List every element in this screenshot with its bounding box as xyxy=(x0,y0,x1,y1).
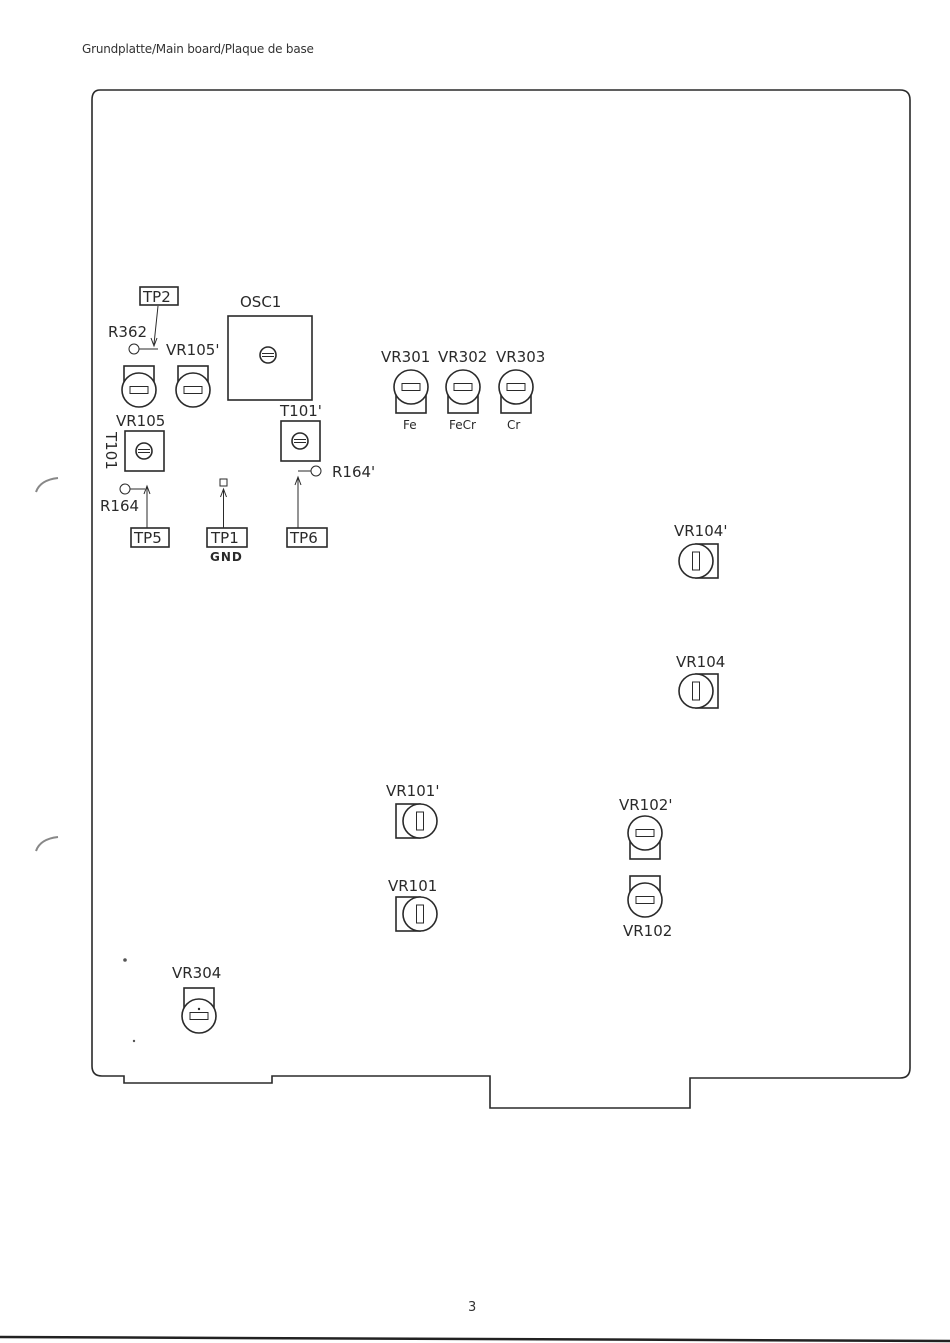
vr105-pot xyxy=(122,366,156,407)
tp6-label: TP6 xyxy=(289,529,318,547)
vr104-prime-label: VR104' xyxy=(674,522,727,540)
fecr-label: FeCr xyxy=(449,418,476,432)
vr101-pot xyxy=(396,897,437,931)
tp1-label: TP1 xyxy=(210,529,239,547)
vr104-pot xyxy=(679,674,718,708)
vr102-label: VR102 xyxy=(623,922,672,940)
vr104-prime-pot xyxy=(679,544,718,578)
vr102-prime-label: VR102' xyxy=(619,796,672,814)
vr303-pot xyxy=(499,370,533,413)
vr302-pot xyxy=(446,370,480,413)
t101-component xyxy=(125,431,164,471)
vr104-label: VR104 xyxy=(676,653,725,671)
osc1-label: OSC1 xyxy=(240,293,281,311)
osc1-component xyxy=(228,316,312,400)
vr105-prime-label: VR105' xyxy=(166,341,219,359)
vr301-pot xyxy=(394,370,428,413)
vr304-label: VR304 xyxy=(172,964,221,982)
vr302-label: VR302 xyxy=(438,348,487,366)
vr105-prime-pot xyxy=(176,366,210,407)
t101-prime-component xyxy=(281,421,320,461)
r164-prime-label: R164' xyxy=(332,463,375,481)
vr101-prime-label: VR101' xyxy=(386,782,439,800)
vr101-label: VR101 xyxy=(388,877,437,895)
gnd-label: GND xyxy=(210,550,243,564)
tp5-label: TP5 xyxy=(133,529,162,547)
tp2-label: TP2 xyxy=(142,288,171,306)
cr-label: Cr xyxy=(507,418,520,432)
vr102-pot xyxy=(628,876,662,917)
fe-label: Fe xyxy=(403,418,417,432)
t101-label: T101 xyxy=(102,431,120,470)
vr102-prime-pot xyxy=(628,816,662,859)
vr101-prime-pot xyxy=(396,804,437,838)
r362-label: R362 xyxy=(108,323,147,341)
r164-label: R164 xyxy=(100,497,139,515)
vr304-pot xyxy=(182,988,216,1033)
t101-prime-label: T101' xyxy=(279,402,322,420)
vr301-label: VR301 xyxy=(381,348,430,366)
vr105-label: VR105 xyxy=(116,412,165,430)
page-number: 3 xyxy=(468,1300,476,1315)
vr303-label: VR303 xyxy=(496,348,545,366)
board-outline xyxy=(92,90,910,1108)
